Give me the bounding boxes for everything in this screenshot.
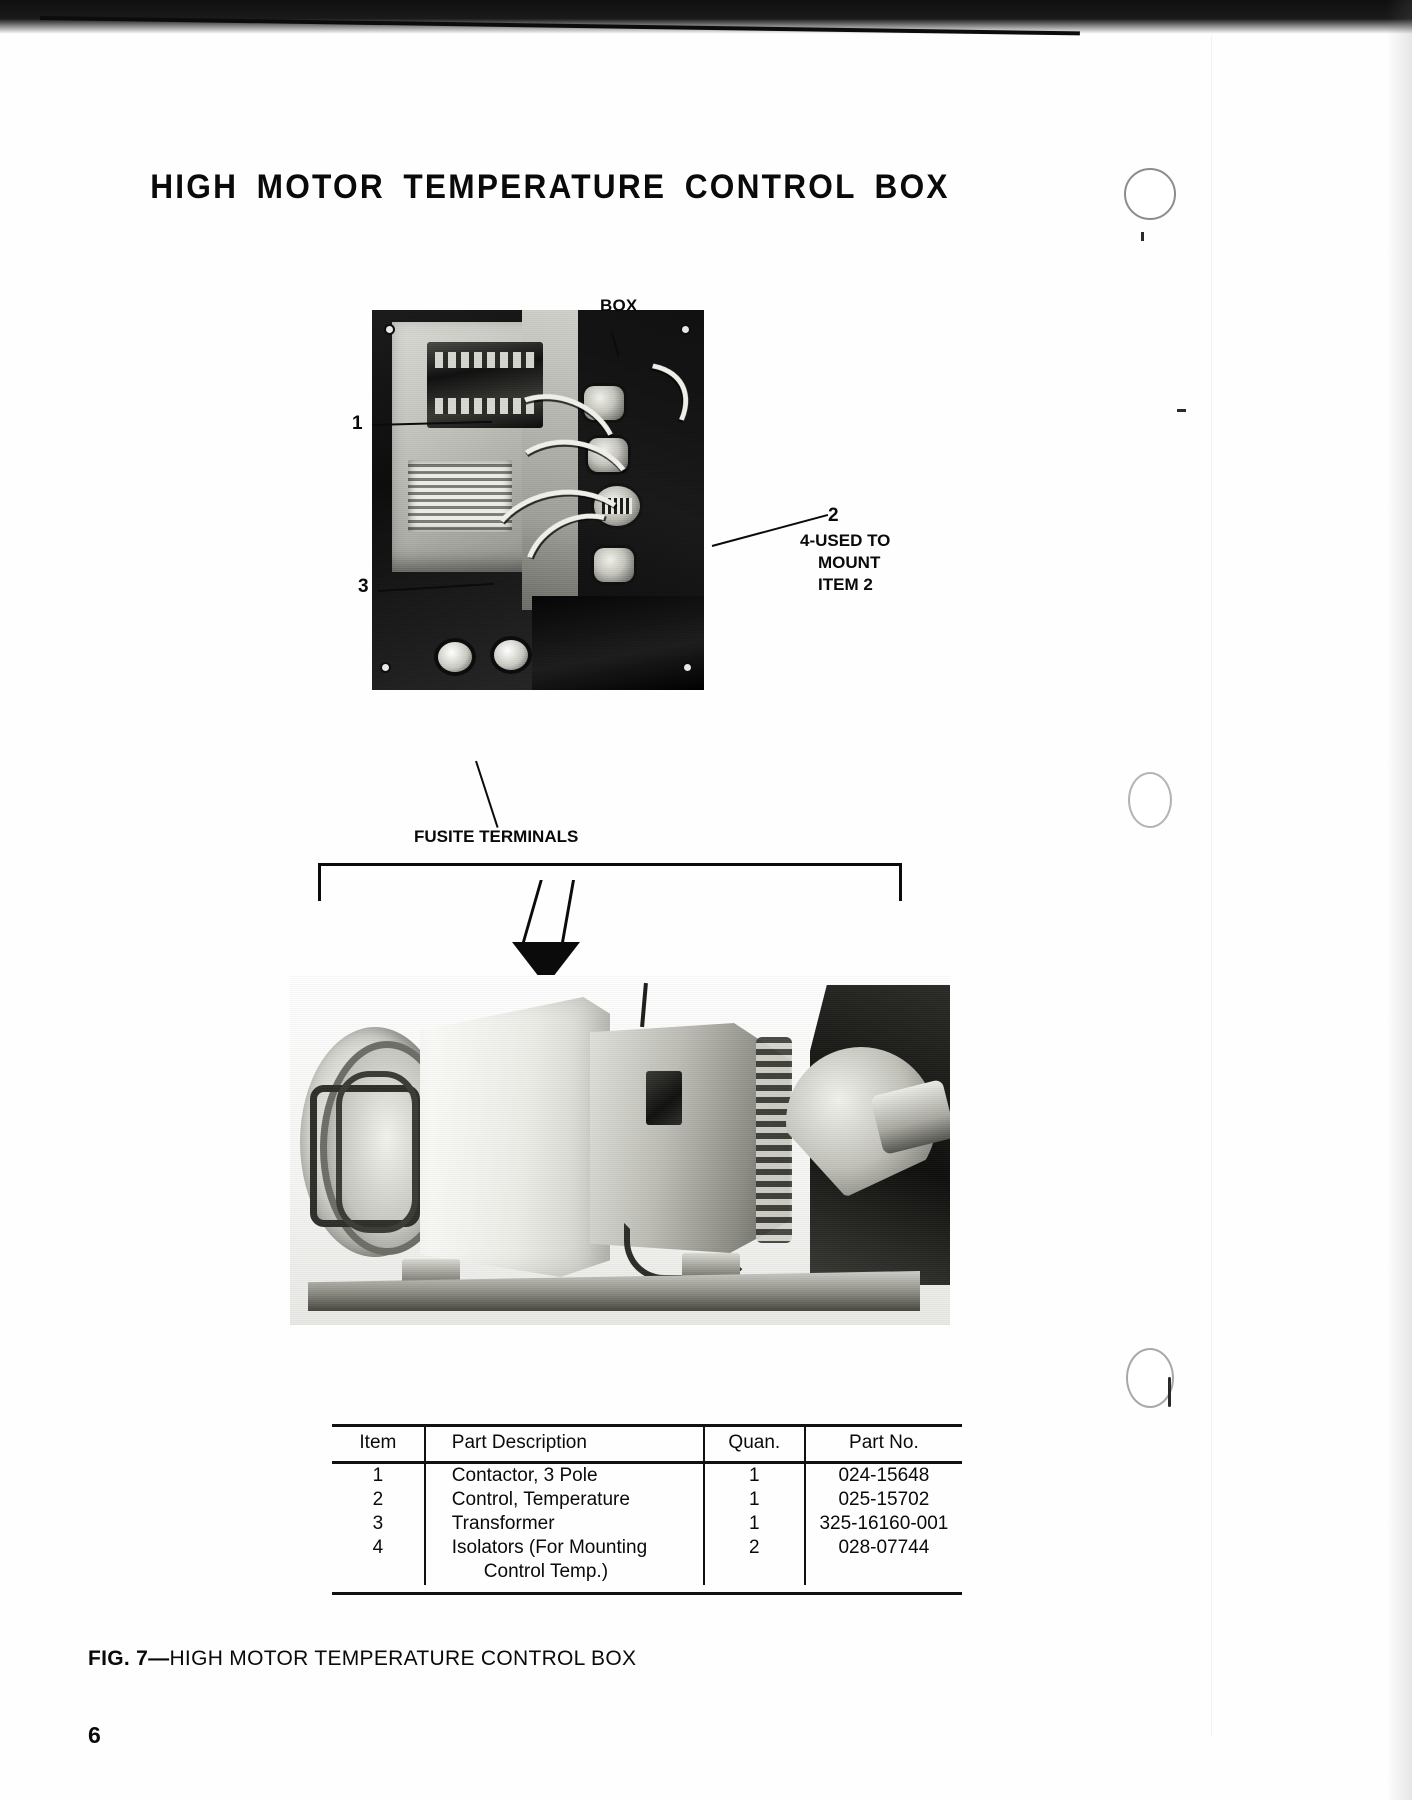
cell-item: 1 (372, 1465, 384, 1486)
callout-item-2-label: 2 (828, 505, 839, 526)
photo-transformer-part (408, 460, 512, 532)
photo-fusite-terminal (438, 642, 472, 672)
cell-quantity-empty (702, 1560, 805, 1585)
photo-corner-screw (386, 326, 393, 333)
binder-hole-middle (1128, 772, 1172, 828)
figure-caption: FIG. 7—HIGH MOTOR TEMPERATURE CONTROL BO… (88, 1647, 636, 1671)
page-number: 6 (88, 1722, 101, 1748)
cell-item: 3 (372, 1513, 384, 1534)
cell-part-number: 028-07744 (803, 1536, 962, 1560)
column-header-quantity: Quan. (702, 1424, 805, 1464)
arrow-stem-left (520, 880, 543, 948)
photo-corner-screw (684, 664, 691, 671)
column-header-part-description: Part Description (423, 1424, 704, 1464)
table-row: 1 Contactor, 3 Pole 1 024-15648 (332, 1462, 962, 1488)
photo-corner-screw (382, 664, 389, 671)
cell-item-empty (332, 1560, 425, 1585)
parts-table-bottom-rule (332, 1592, 962, 1595)
parts-table-body: 1 Contactor, 3 Pole 1 024-15648 2 Contro… (332, 1462, 962, 1585)
cell-part-number: 025-15702 (803, 1488, 962, 1512)
table-row: 4 Isolators (For Mounting 2 028-07744 (332, 1536, 962, 1560)
scan-top-edge-band (0, 0, 1412, 34)
photo-isolator-part (584, 386, 624, 420)
note-line-3: ITEM 2 (818, 574, 873, 594)
control-box-photo (372, 310, 704, 690)
scan-speck-one (1141, 232, 1144, 241)
brace-left-tail (318, 863, 347, 901)
brace-horizontal-rule (318, 863, 902, 866)
binder-hole-top (1124, 168, 1176, 220)
figure-brace (300, 845, 920, 905)
scan-gutter-line (1211, 36, 1212, 1736)
parts-table-head: Item Part Description Quan. Part No. (332, 1424, 962, 1464)
photo-mounted-control-box (646, 1071, 682, 1125)
figure-caption-dash: — (148, 1647, 170, 1670)
figure-caption-title: HIGH MOTOR TEMPERATURE CONTROL BOX (169, 1647, 637, 1670)
binder-hole-bottom (1126, 1348, 1174, 1408)
cell-part-number-empty (803, 1560, 962, 1585)
page-title: HIGH MOTOR TEMPERATURE CONTROL BOX (150, 168, 950, 206)
cell-description: Isolators (For Mounting (423, 1536, 704, 1560)
scan-speck-three (1168, 1377, 1171, 1407)
photo-motor-shroud (420, 997, 610, 1277)
cell-part-number: 024-15648 (803, 1462, 962, 1488)
table-row: 3 Transformer 1 325-16160-001 (332, 1512, 962, 1536)
cell-item: 2 (372, 1489, 384, 1510)
photo-lifting-handle-inner (336, 1071, 418, 1233)
figure-arrow-down (512, 880, 600, 990)
photo-temperature-control-part (594, 486, 640, 526)
photo-bolt-flange (756, 1037, 792, 1243)
brace-right-tail (899, 863, 928, 901)
callout-fusite-leader (475, 760, 499, 828)
photo-isolator-part (594, 548, 634, 582)
note-line-2: MOUNT (818, 552, 881, 572)
cell-quantity: 1 (702, 1488, 805, 1512)
callout-box-label: BOX (600, 296, 638, 315)
column-header-item: Item (332, 1424, 425, 1464)
parts-table: Item Part Description Quan. Part No. 1 C… (332, 1424, 962, 1585)
motor-assembly-photo (290, 975, 950, 1325)
scan-speck-two (1177, 409, 1186, 412)
parts-table-header-row: Item Part Description Quan. Part No. (332, 1424, 962, 1464)
photo-isolator-part (588, 438, 628, 472)
photo-corner-screw (682, 326, 689, 333)
note-line-1: 4-USED TO (800, 531, 891, 550)
column-header-part-number: Part No. (803, 1424, 962, 1464)
callout-item-2-note: 4-USED TO MOUNT ITEM 2 (800, 530, 890, 595)
photo-lower-shadow (532, 596, 704, 690)
cell-part-number: 325-16160-001 (803, 1512, 962, 1536)
figure-caption-number: FIG. 7 (88, 1647, 149, 1670)
cell-quantity: 2 (702, 1536, 805, 1560)
table-row: 2 Control, Temperature 1 025-15702 (332, 1488, 962, 1512)
callout-fusite-label: FUSITE TERMINALS (414, 827, 579, 846)
callout-item-3-label: 3 (358, 576, 369, 597)
cell-quantity: 1 (702, 1512, 805, 1536)
cell-description-continued: Control Temp.) (423, 1560, 704, 1585)
cell-item: 4 (372, 1537, 384, 1558)
scan-right-shadow (1386, 0, 1412, 1800)
cell-description: Contactor, 3 Pole (423, 1462, 704, 1488)
table-row-continuation: Control Temp.) (332, 1560, 962, 1585)
callout-item-1-label: 1 (352, 413, 363, 434)
photo-contactor-part (427, 342, 543, 428)
photo-fusite-terminal (494, 640, 528, 670)
cell-quantity: 1 (702, 1462, 805, 1488)
arrow-stem-right (560, 880, 575, 948)
cell-description: Control, Temperature (423, 1488, 704, 1512)
cell-description: Transformer (423, 1512, 704, 1536)
